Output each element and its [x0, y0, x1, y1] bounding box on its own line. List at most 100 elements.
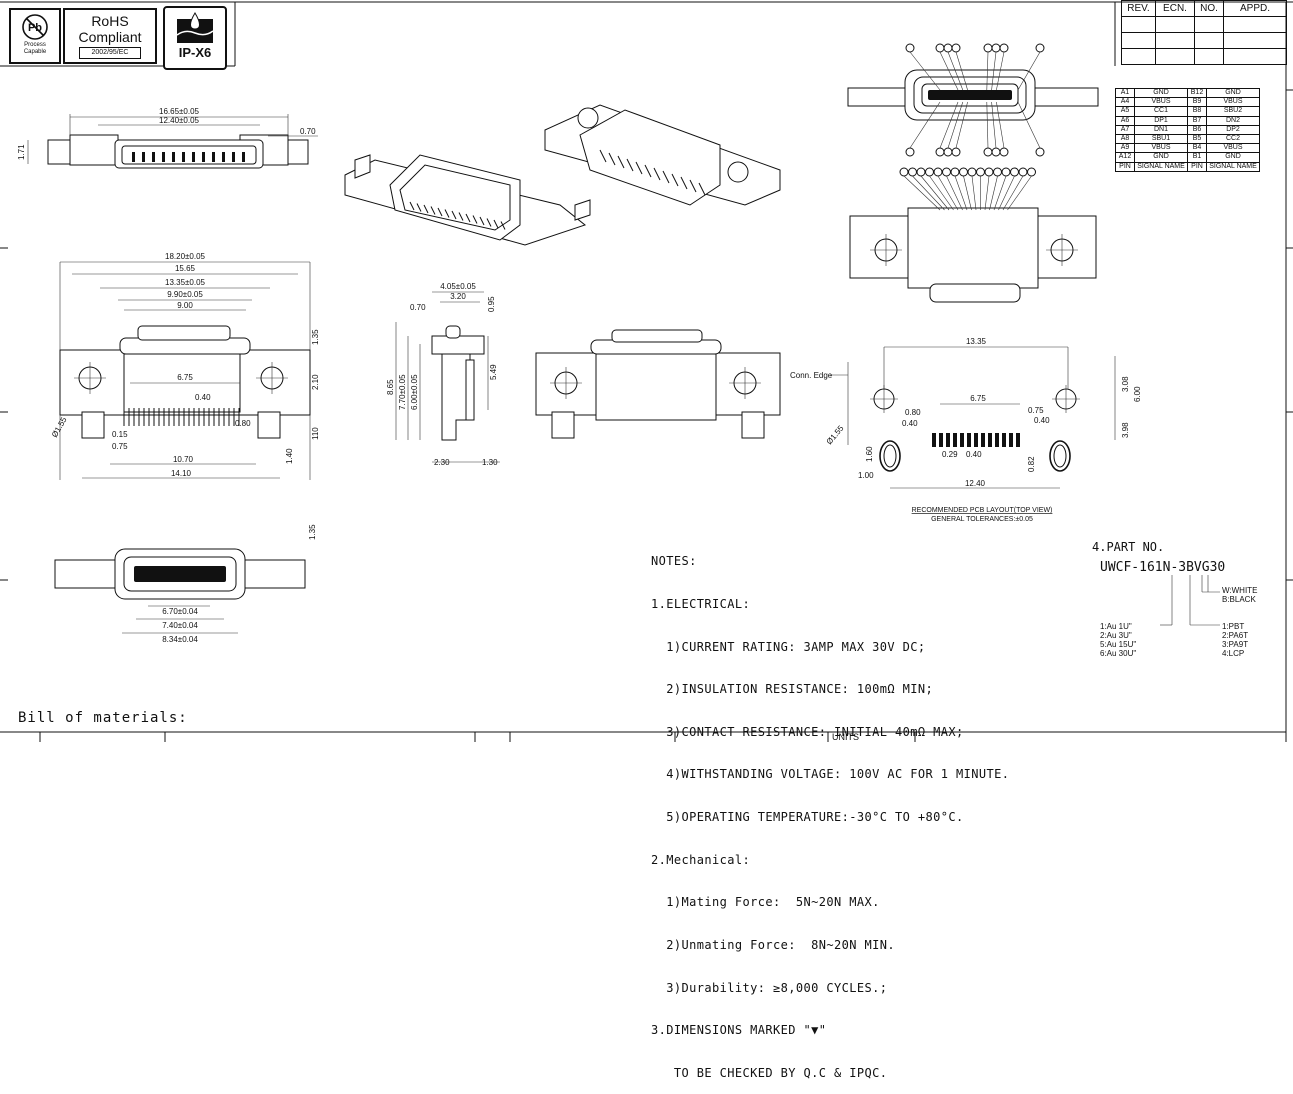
- dim-10-70: 10.70: [173, 455, 194, 464]
- pcb-front-view: [849, 167, 1097, 303]
- dim-dia-f: Ø1.55: [50, 415, 69, 439]
- pin-leader: [1007, 175, 1032, 211]
- pcb-layout-view: 13.35 Conn. Edge 6.75 0.80 0.40 0.75 0.4…: [790, 337, 1142, 523]
- contact-pin: [222, 152, 225, 162]
- notes-block: NOTES: 1.ELECTRICAL: 1)CURRENT RATING: 3…: [651, 526, 1009, 1094]
- pb-caption-2: Capable: [23, 49, 47, 55]
- pin-leader: [920, 175, 950, 211]
- pin-callout: [1035, 147, 1045, 157]
- rear-view: 16.65±0.05 12.40±0.05 0.70 1.71: [17, 107, 318, 169]
- pin-callout: [983, 147, 993, 157]
- pcb-pad: [988, 433, 992, 447]
- pcb-pad: [981, 433, 985, 447]
- pcb-dim-0-82: 0.82: [1027, 456, 1036, 472]
- pcb-dim-1-00: 1.00: [858, 471, 874, 480]
- contact-pin: [635, 161, 643, 175]
- pin-leader: [963, 175, 972, 211]
- contact-pin: [192, 152, 195, 162]
- pin-leader: [929, 175, 954, 211]
- center-front-view: [535, 329, 781, 439]
- pcb-dim-dia: Ø1.55: [825, 423, 846, 446]
- pin-leader: [954, 175, 968, 211]
- pcb-dim-6-00: 6.00: [1133, 386, 1142, 402]
- pb-free-icon: Pb: [22, 14, 48, 40]
- contact-pin: [493, 219, 499, 229]
- notes-line-4: 3)CONTACT RESISTANCE: INITIAL 40mΩ MAX;: [651, 724, 964, 739]
- notes-line-6: 5)OPERATING TEMPERATURE:-30°C TO +80°C.: [651, 810, 964, 825]
- contact-pin: [653, 167, 661, 181]
- pcb-layout-tolerance: GENERAL TOLERANCES:±0.05: [931, 516, 1033, 523]
- dim-1-35-f: 1.35: [311, 329, 320, 345]
- pcb-dim-13-35: 13.35: [966, 337, 987, 346]
- material-option-2: 2:PA6T: [1222, 631, 1249, 640]
- rohs-line-3: 2002/95/EC: [79, 47, 141, 59]
- plating-options: 1:Au 1U" 2:Au 3U" 5:Au 15U" 6:Au 30U": [1100, 622, 1136, 658]
- dim-8-65: 8.65: [386, 379, 395, 395]
- pin-callout: [942, 167, 951, 177]
- contact-pin: [689, 179, 697, 193]
- pin-callout: [1035, 43, 1045, 53]
- contact-pin: [465, 213, 471, 223]
- contact-pin: [451, 210, 457, 220]
- pin-callout: [1010, 167, 1019, 177]
- dim-1-40: 1.40: [285, 448, 294, 464]
- pin-leader: [984, 175, 990, 211]
- pin-leader: [996, 101, 1005, 149]
- pin-table-cell: GND: [1206, 152, 1260, 163]
- pin-leader: [947, 51, 964, 91]
- contact-pin: [626, 158, 634, 172]
- contact-pin: [500, 221, 506, 230]
- contact-pin: [698, 182, 706, 196]
- pin-leader: [939, 101, 959, 149]
- pin-leader: [991, 101, 997, 149]
- pin-callout: [905, 147, 915, 157]
- dim-1-10: 110: [311, 427, 320, 440]
- pin-leader: [937, 175, 959, 211]
- pcb-dim-0-75: 0.75: [1028, 406, 1044, 415]
- drawing-frame: UNITS: [0, 1, 1293, 742]
- pin-callout: [908, 167, 917, 177]
- pcb-dim-0-29: 0.29: [942, 450, 958, 459]
- dim-5-49: 5.49: [489, 364, 498, 380]
- dim-0-70-side: 0.70: [410, 303, 426, 312]
- dim-1-71: 1.71: [17, 144, 26, 160]
- material-option-1: 1:PBT: [1222, 622, 1245, 631]
- bill-of-materials-label: Bill of materials:: [18, 710, 188, 726]
- pin-callout: [983, 43, 993, 53]
- pin-callout: [943, 43, 953, 53]
- dim-0-70-top: 0.70: [300, 127, 316, 136]
- contact-pin: [608, 152, 616, 166]
- pcb-dim-3-98: 3.98: [1121, 422, 1130, 438]
- rohs-logo: RoHS Compliant 2002/95/EC: [63, 8, 157, 64]
- part-number-value: UWCF-161N-3BVG30: [1100, 560, 1226, 575]
- dim-9-90: 9.90±0.05: [167, 290, 203, 299]
- notes-line-10: 3)Durability: ≥8,000 CYCLES.;: [651, 980, 888, 995]
- pin-callout: [905, 43, 915, 53]
- pin-leader: [989, 175, 998, 211]
- conn-edge-label: Conn. Edge: [790, 371, 833, 380]
- pin-leader: [971, 175, 977, 211]
- plating-option-2: 2:Au 3U": [1100, 631, 1132, 640]
- pin-leader: [903, 175, 941, 211]
- pin-callout: [943, 147, 953, 157]
- material-option-4: 4:LCP: [1222, 649, 1245, 658]
- material-options: 1:PBT 2:PA6T 3:PA9T 4:LCP: [1222, 622, 1248, 658]
- dim-3-20: 3.20: [450, 292, 466, 301]
- pin-callout: [999, 43, 1009, 53]
- notes-line-12: TO BE CHECKED BY Q.C & IPQC.: [651, 1065, 888, 1080]
- pin-leader: [947, 101, 964, 149]
- contact-pin: [437, 207, 443, 217]
- pin-callout: [925, 167, 934, 177]
- dim-8-34: 8.34±0.04: [162, 635, 198, 644]
- notes-title: NOTES:: [651, 554, 697, 569]
- contact-pin: [212, 152, 215, 162]
- dim-14-10: 14.10: [171, 469, 192, 478]
- part-number-title: 4.PART NO.: [1092, 540, 1165, 554]
- technical-drawing: 16.65±0.05 12.40±0.05 0.70 1.71: [17, 43, 1220, 644]
- contact-pin: [599, 149, 607, 163]
- pin-leader: [909, 51, 941, 91]
- ip-rating-text: IP-X6: [178, 45, 212, 60]
- contact-pin: [444, 209, 450, 218]
- plating-option-1: 1:Au 1U": [1100, 622, 1132, 631]
- part-number-block: 4.PART NO. UWCF-161N-3BVG30: [1092, 540, 1225, 575]
